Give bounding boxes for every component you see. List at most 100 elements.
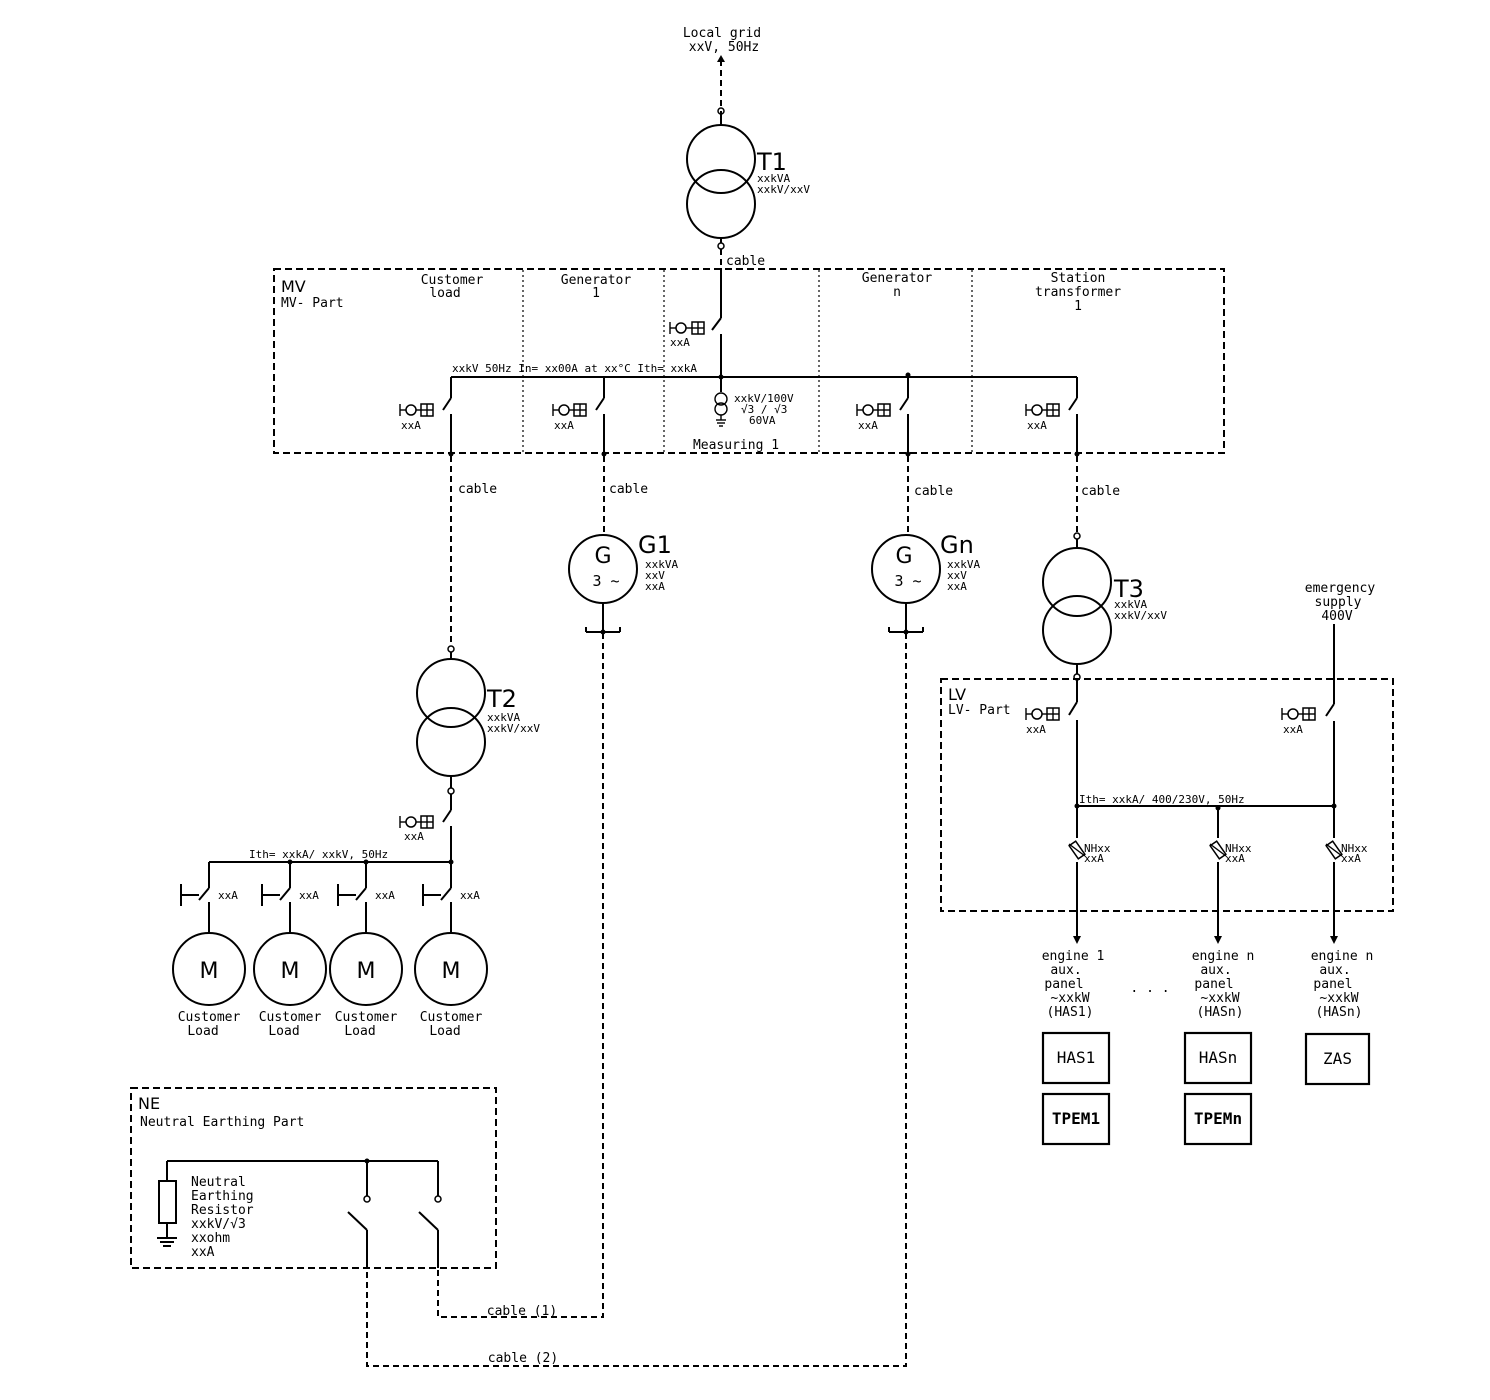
- ne-part: NE Neutral Earthing Part Neutral Earthin…: [130, 1087, 497, 1269]
- measuring-transformer: xxkV/100V √3 / √3 60VA Measuring 1: [693, 377, 794, 453]
- gn-r3: xxA: [947, 580, 967, 593]
- feeder-label-2: aux.: [1319, 963, 1350, 978]
- motor-breaker-rating: xxA: [460, 889, 480, 902]
- relay-icon: [856, 403, 891, 417]
- fuse-icon: [1209, 840, 1227, 860]
- g1-r3: xxA: [645, 580, 665, 593]
- lv-relay-1: xxA: [1026, 723, 1046, 736]
- transformer-t1: T1 xxkVA xxkV/xxV cable: [686, 124, 810, 269]
- motor-label-1: Customer: [178, 1010, 241, 1025]
- cable-1-label: cable (1): [487, 1304, 557, 1319]
- panel-box-tpem1[interactable]: TPEM1: [1041, 1092, 1111, 1146]
- g1-r1: xxkVA: [645, 558, 678, 571]
- t1-cable-label: cable: [726, 254, 765, 269]
- lv-title: LV- Part: [948, 703, 1011, 718]
- mv-feeder-genn: xxA: [856, 377, 911, 457]
- gn-name: Gn: [940, 531, 974, 559]
- relay-icon: [1025, 403, 1060, 417]
- mv-sec-customer-2: load: [429, 286, 460, 301]
- g1-r2: xxV: [645, 569, 665, 582]
- cable-label-gn: cable: [914, 484, 953, 499]
- mv-feeder-relay-station: xxA: [1027, 419, 1047, 432]
- feeder-ellipsis: . . .: [1130, 981, 1169, 996]
- motor-breaker-rating: xxA: [299, 889, 319, 902]
- motor-symbol: M: [442, 959, 461, 984]
- motor-label-2: Load: [268, 1024, 299, 1039]
- grid-label-1: Local grid: [683, 26, 761, 41]
- lv-code: LV: [948, 685, 966, 704]
- mv-sec-genn-1: Generator: [862, 271, 933, 286]
- mv-sec-customer-1: Customer: [421, 273, 484, 288]
- feeder-label-1: engine 1: [1042, 949, 1105, 964]
- mv-feeder-relay-customer: xxA: [401, 419, 421, 432]
- t3-rating-2: xxkV/xxV: [1114, 609, 1167, 622]
- motor-breaker-rating: xxA: [218, 889, 238, 902]
- t1-rating-1: xxkVA: [757, 172, 790, 185]
- measuring-r3: 60VA: [749, 414, 776, 427]
- lv-busbar-label: Ith= xxkA/ 400/230V, 50Hz: [1079, 793, 1245, 806]
- motor-label-2: Load: [344, 1024, 375, 1039]
- motor-symbol: M: [357, 959, 376, 984]
- t2-rating-1: xxkVA: [487, 711, 520, 724]
- mv-sec-genn-2: n: [893, 285, 901, 300]
- lv-relay-2: xxA: [1283, 723, 1303, 736]
- transformer-t2: T2 xxkVA xxkV/xxV xxA: [399, 645, 540, 862]
- t3-name: T3: [1113, 575, 1144, 603]
- panel-box-has1[interactable]: HAS1: [1041, 1031, 1111, 1085]
- customer-motors: xxAMCustomerLoadxxAMCustomerLoadxxAMCust…: [172, 862, 488, 1039]
- fuse-rating: xxA: [1341, 852, 1361, 865]
- panel-box-label: TPEM1: [1052, 1109, 1100, 1128]
- motor-symbol: M: [200, 959, 219, 984]
- t2-relay: xxA: [404, 830, 424, 843]
- mv-code: MV: [281, 277, 306, 296]
- feeder-label-3: panel: [1313, 977, 1352, 992]
- transformer-t3: T3 xxkVA xxkV/xxV: [1042, 532, 1167, 681]
- mv-sec-station-1: Station: [1051, 271, 1106, 286]
- relay-icon: [1025, 707, 1060, 721]
- fuse-type: NHxx: [1341, 842, 1368, 855]
- mv-busbar-label: xxkV 50Hz In= xx00A at xx°C Ith= xxkA: [452, 362, 697, 375]
- ne-res-6: xxA: [191, 1245, 215, 1260]
- mv-cables: cable cable cable cable: [450, 456, 1120, 645]
- fuse-type: NHxx: [1084, 842, 1111, 855]
- relay-icon: [1281, 707, 1316, 721]
- panel-box-tpemn[interactable]: TPEMn: [1183, 1092, 1253, 1146]
- relay-icon: [552, 403, 587, 417]
- relay-icon: [399, 403, 434, 417]
- fuse-rating: xxA: [1084, 852, 1104, 865]
- relay-icon: [399, 815, 434, 829]
- ne-title: Neutral Earthing Part: [140, 1115, 304, 1130]
- fuse-type: NHxx: [1225, 842, 1252, 855]
- feeder-label-3: panel: [1194, 977, 1233, 992]
- lv-part: LV LV- Part xxA xxA: [940, 678, 1394, 912]
- emergency-3: 400V: [1321, 609, 1352, 624]
- feeder-label-4: ~xxkW: [1200, 991, 1239, 1006]
- mv-sec-station-3: 1: [1074, 299, 1082, 314]
- emergency-1: emergency: [1305, 581, 1376, 596]
- gn-phase: 3 ~: [894, 572, 921, 590]
- feeder-label-5: (HASn): [1316, 1005, 1363, 1020]
- ne-res-3: Resistor: [191, 1203, 254, 1218]
- cable-2-label: cable (2): [488, 1351, 558, 1366]
- cable-label-g1: cable: [609, 482, 648, 497]
- mv-feeder-relay-genn: xxA: [858, 419, 878, 432]
- panel-box-hasn[interactable]: HASn: [1183, 1031, 1253, 1085]
- panel-box-label: HASn: [1199, 1048, 1238, 1067]
- emergency-2: supply: [1315, 595, 1362, 610]
- feeder-label-3: panel: [1044, 977, 1083, 992]
- motor-label-1: Customer: [335, 1010, 398, 1025]
- t1-name: T1: [756, 148, 787, 176]
- panel-box-zas[interactable]: ZAS: [1304, 1032, 1371, 1086]
- generator-gn: G 3 ~ Gn xxkVA xxV xxA: [871, 531, 980, 635]
- feeder-label-4: ~xxkW: [1319, 991, 1358, 1006]
- ne-res-5: xxohm: [191, 1231, 230, 1246]
- feeder-label-1: engine n: [1311, 949, 1374, 964]
- ne-res-1: Neutral: [191, 1175, 246, 1190]
- feeder-label-2: aux.: [1050, 963, 1081, 978]
